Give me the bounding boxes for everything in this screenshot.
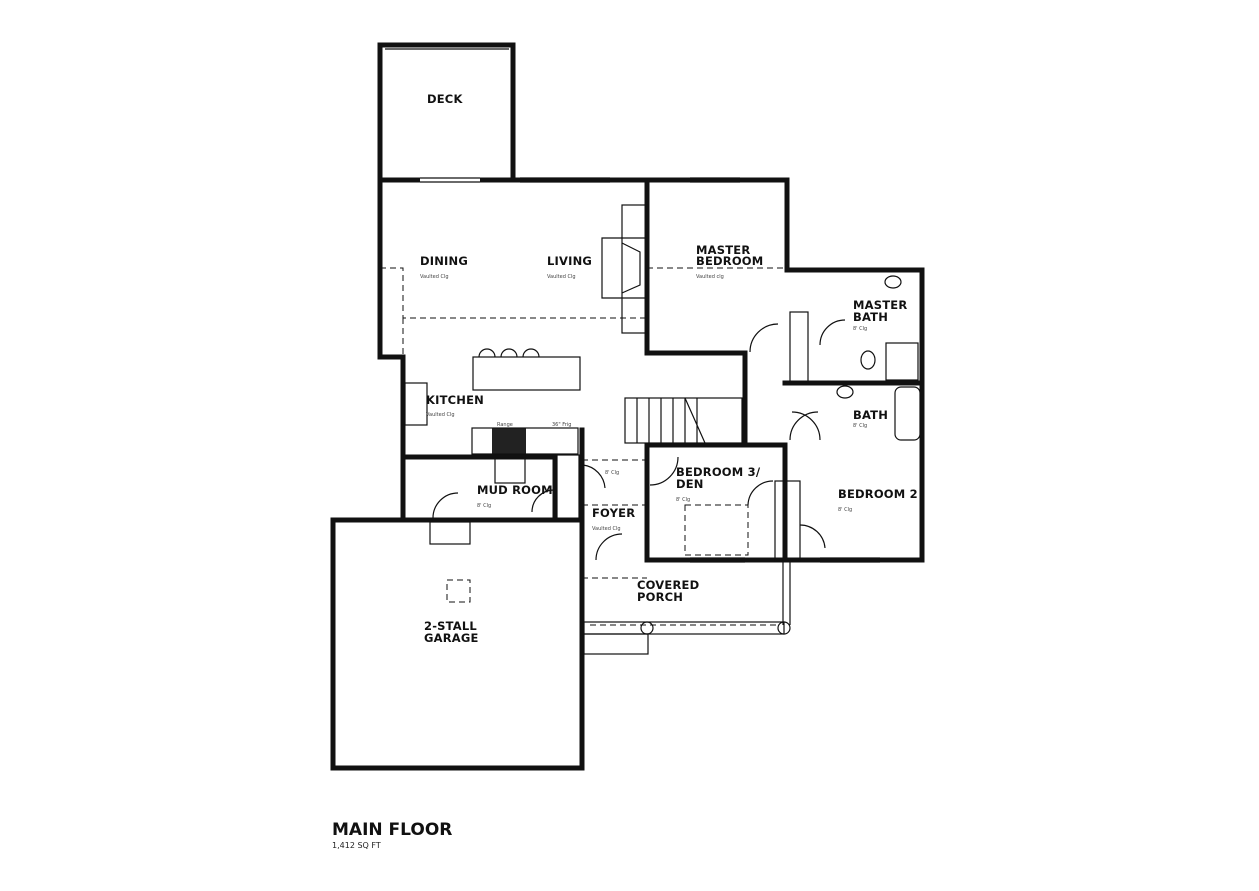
porch-details bbox=[429, 521, 791, 655]
room-label-mud-room: MUD ROOM bbox=[477, 483, 553, 497]
range-label: Range bbox=[497, 422, 513, 428]
room-label-living: LIVING bbox=[547, 254, 592, 268]
doors bbox=[432, 319, 846, 561]
fridge-label: 36" Frig bbox=[552, 422, 571, 428]
windows bbox=[420, 177, 880, 563]
room-label-master-bedroom-1: MASTER bbox=[696, 243, 750, 257]
fireplace bbox=[601, 204, 648, 334]
room-label-bedroom2: BEDROOM 2 bbox=[838, 487, 918, 501]
room-label-garage-2: GARAGE bbox=[424, 631, 479, 645]
plan-area: 1,412 SQ FT bbox=[332, 841, 381, 850]
room-label-porch-1: COVERED bbox=[637, 578, 699, 592]
room-label-deck: DECK bbox=[427, 92, 463, 106]
closets bbox=[556, 311, 809, 562]
room-label-bedroom3-1: BEDROOM 3/ bbox=[676, 465, 761, 479]
bath-fixtures bbox=[836, 275, 921, 441]
room-label-bath: BATH bbox=[853, 408, 888, 422]
deck bbox=[377, 42, 516, 183]
foyer-ceiling: Vaulted Clg bbox=[592, 526, 621, 532]
room-label-master-bedroom-2: BEDROOM bbox=[696, 254, 763, 268]
room-label-kitchen: KITCHEN bbox=[426, 393, 484, 407]
stairs bbox=[624, 397, 743, 444]
room-label-garage-1: 2-STALL bbox=[424, 619, 477, 633]
plan-title: MAIN FLOOR bbox=[332, 820, 452, 840]
kitchen-ceiling: Vaulted Clg bbox=[426, 412, 455, 418]
room-label-bedroom3-2: DEN bbox=[676, 477, 704, 491]
mud-room-ceiling: 8' Clg bbox=[477, 503, 491, 509]
master-bath-ceiling: 8' Clg bbox=[853, 326, 867, 332]
dining-ceiling: Vaulted Clg bbox=[420, 274, 449, 280]
room-label-foyer: FOYER bbox=[592, 506, 635, 520]
kitchen-island bbox=[404, 348, 581, 484]
bedroom2-ceiling: 8' Clg bbox=[838, 507, 852, 513]
room-label-porch-2: PORCH bbox=[637, 590, 683, 604]
hall-ceiling: 8' Clg bbox=[605, 470, 619, 476]
room-label-master-bath-1: MASTER bbox=[853, 298, 907, 312]
exterior-walls bbox=[330, 177, 925, 771]
bath-ceiling: 8' Clg bbox=[853, 423, 867, 429]
master-bedroom-ceiling: Vaulted clg bbox=[696, 274, 724, 280]
room-label-dining: DINING bbox=[420, 254, 468, 268]
ceiling-lines bbox=[380, 267, 787, 626]
living-ceiling: Vaulted Clg bbox=[547, 274, 576, 280]
bedroom3-ceiling: 8' Clg bbox=[676, 497, 690, 503]
room-label-master-bath-2: BATH bbox=[853, 310, 888, 324]
